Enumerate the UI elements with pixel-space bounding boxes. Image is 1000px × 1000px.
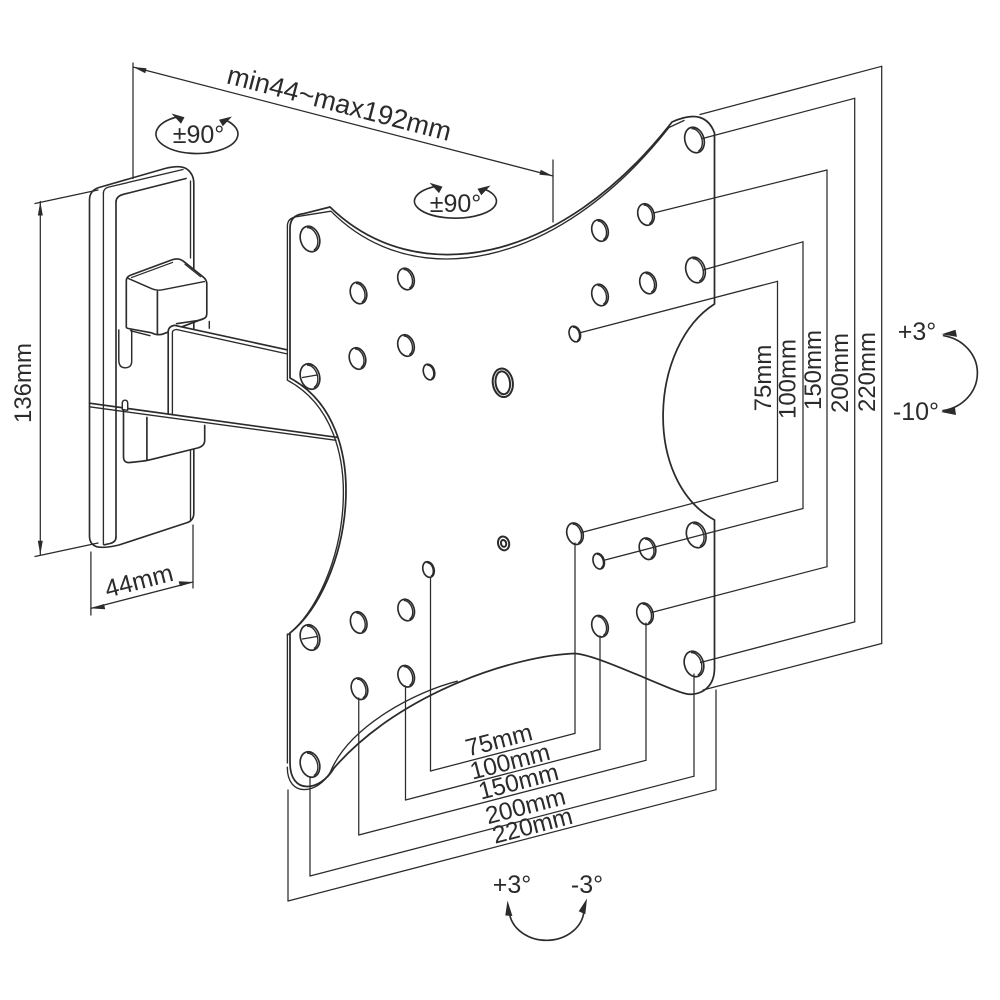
svg-text:220mm: 220mm xyxy=(854,332,881,412)
svg-text:+3°: +3° xyxy=(898,318,937,346)
svg-text:200mm: 200mm xyxy=(827,333,854,413)
svg-text:+3°: +3° xyxy=(493,871,532,899)
svg-text:136mm: 136mm xyxy=(10,343,37,423)
svg-text:±90°: ±90° xyxy=(173,121,225,149)
svg-text:±90°: ±90° xyxy=(430,190,482,218)
svg-text:150mm: 150mm xyxy=(800,330,827,410)
svg-text:-3°: -3° xyxy=(571,871,603,899)
svg-text:75mm: 75mm xyxy=(750,345,777,412)
svg-text:100mm: 100mm xyxy=(775,339,802,419)
svg-text:-10°: -10° xyxy=(893,398,939,426)
